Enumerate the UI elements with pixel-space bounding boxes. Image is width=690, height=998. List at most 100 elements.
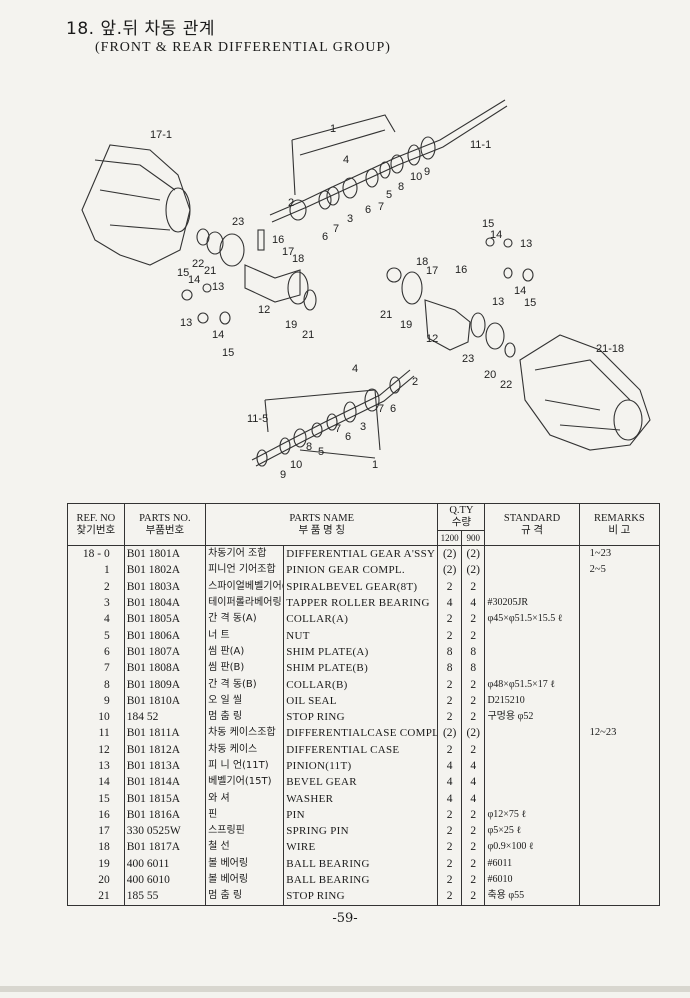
cell-part: B01 1807A [123,643,207,661]
label-7-lower-b: 7 [335,423,341,435]
label-21-right: 21 [380,309,392,321]
cell-rem: 12~23 [578,725,661,742]
cell-en: STOP RING [283,888,439,906]
cell-ref: 5 [67,627,125,644]
cell-part: B01 1806A [123,627,207,644]
cell-q1: 2 [437,627,462,644]
cell-part: B01 1804A [123,594,207,612]
cell-q2: (2) [460,545,486,563]
cell-q2: 2 [460,741,486,758]
label-16-left: 16 [272,234,284,246]
cell-std [484,562,580,579]
scan-edge [0,986,690,992]
label-1-upper: 1 [330,123,336,135]
cell-q1: 2 [437,708,462,726]
cell-part: B01 1812A [123,741,207,758]
header-qty-1200: 1200 [437,530,462,546]
label-15-left-b: 15 [222,347,234,359]
cell-q2: 2 [460,692,486,709]
label-12-left: 12 [258,304,270,316]
label-12-right: 12 [426,333,438,345]
cell-q2: 2 [460,627,486,644]
cell-ko: 간 격 동(B) [205,676,285,693]
label-6-lower-a: 6 [390,403,396,415]
cell-std [484,757,580,775]
cell-part: B01 1803A [123,578,207,595]
cell-q2: 2 [460,823,486,840]
label-3-upper: 3 [347,213,353,225]
cell-q1: (2) [437,562,462,579]
cell-ko: 씸 판(A) [205,643,285,661]
cell-q1: 2 [437,741,462,758]
cell-rem [578,774,661,791]
cell-ref: 1 [67,562,125,579]
cell-part: B01 1817A [123,839,207,856]
cell-ref: 20 [67,871,125,889]
cell-q1: 2 [437,692,462,709]
cell-en: PINION(11T) [283,757,439,775]
label-15-right-a: 15 [482,218,494,230]
cell-ref: 19 [67,855,125,872]
cell-rem [578,660,661,677]
cell-rem [578,594,661,612]
label-14-left-b: 14 [212,329,224,341]
label-11-1: 11-1 [470,139,491,151]
cell-part: B01 1811A [123,725,207,742]
cell-q1: 2 [437,676,462,693]
cell-ref: 13 [67,757,125,775]
cell-q1: 2 [437,806,462,824]
cell-part: 400 6010 [123,871,207,889]
cell-q1: 8 [437,643,462,661]
cell-std [484,545,580,563]
cell-part: B01 1801A [123,545,207,563]
cell-q1: 8 [437,660,462,677]
cell-rem [578,855,661,872]
cell-q2: 2 [460,611,486,628]
label-14-right-b: 14 [514,285,526,297]
cell-ko: 철 선 [205,839,285,856]
cell-ref: 7 [67,660,125,677]
cell-std: 구멍용 φ52 [484,708,580,726]
cell-q1: 2 [437,855,462,872]
label-21-18: 21-18 [596,343,624,355]
cell-ref: 9 [67,692,125,709]
cell-part: B01 1813A [123,757,207,775]
cell-en: NUT [283,627,439,644]
cell-part: 185 55 [123,888,207,906]
label-6-lower-b: 6 [345,431,351,443]
cell-rem: 2~5 [578,562,661,579]
cell-en: DIFFERENTIAL GEAR A'SSY [283,545,439,563]
cell-std: #6010 [484,871,580,889]
cell-std: φ48×φ51.5×17 ℓ [484,676,580,693]
cell-std [484,627,580,644]
cell-q1: 4 [437,594,462,612]
cell-en: STOP RING [283,708,439,726]
cell-part: B01 1808A [123,660,207,677]
cell-ref: 2 [67,578,125,595]
cell-part: 330 0525W [123,823,207,840]
label-10-upper: 10 [410,171,422,183]
cell-q2: 8 [460,660,486,677]
cell-std: #6011 [484,855,580,872]
cell-q2: 4 [460,594,486,612]
cell-en: BALL BEARING [283,855,439,872]
cell-en: PIN [283,806,439,824]
label-17-right: 17 [426,265,438,277]
label-3-lower: 3 [360,421,366,433]
cell-ko: 피니언 기어조합 [205,562,285,579]
cell-ref: 15 [67,790,125,807]
cell-ref: 21 [67,888,125,906]
label-21-left: 21 [302,329,314,341]
